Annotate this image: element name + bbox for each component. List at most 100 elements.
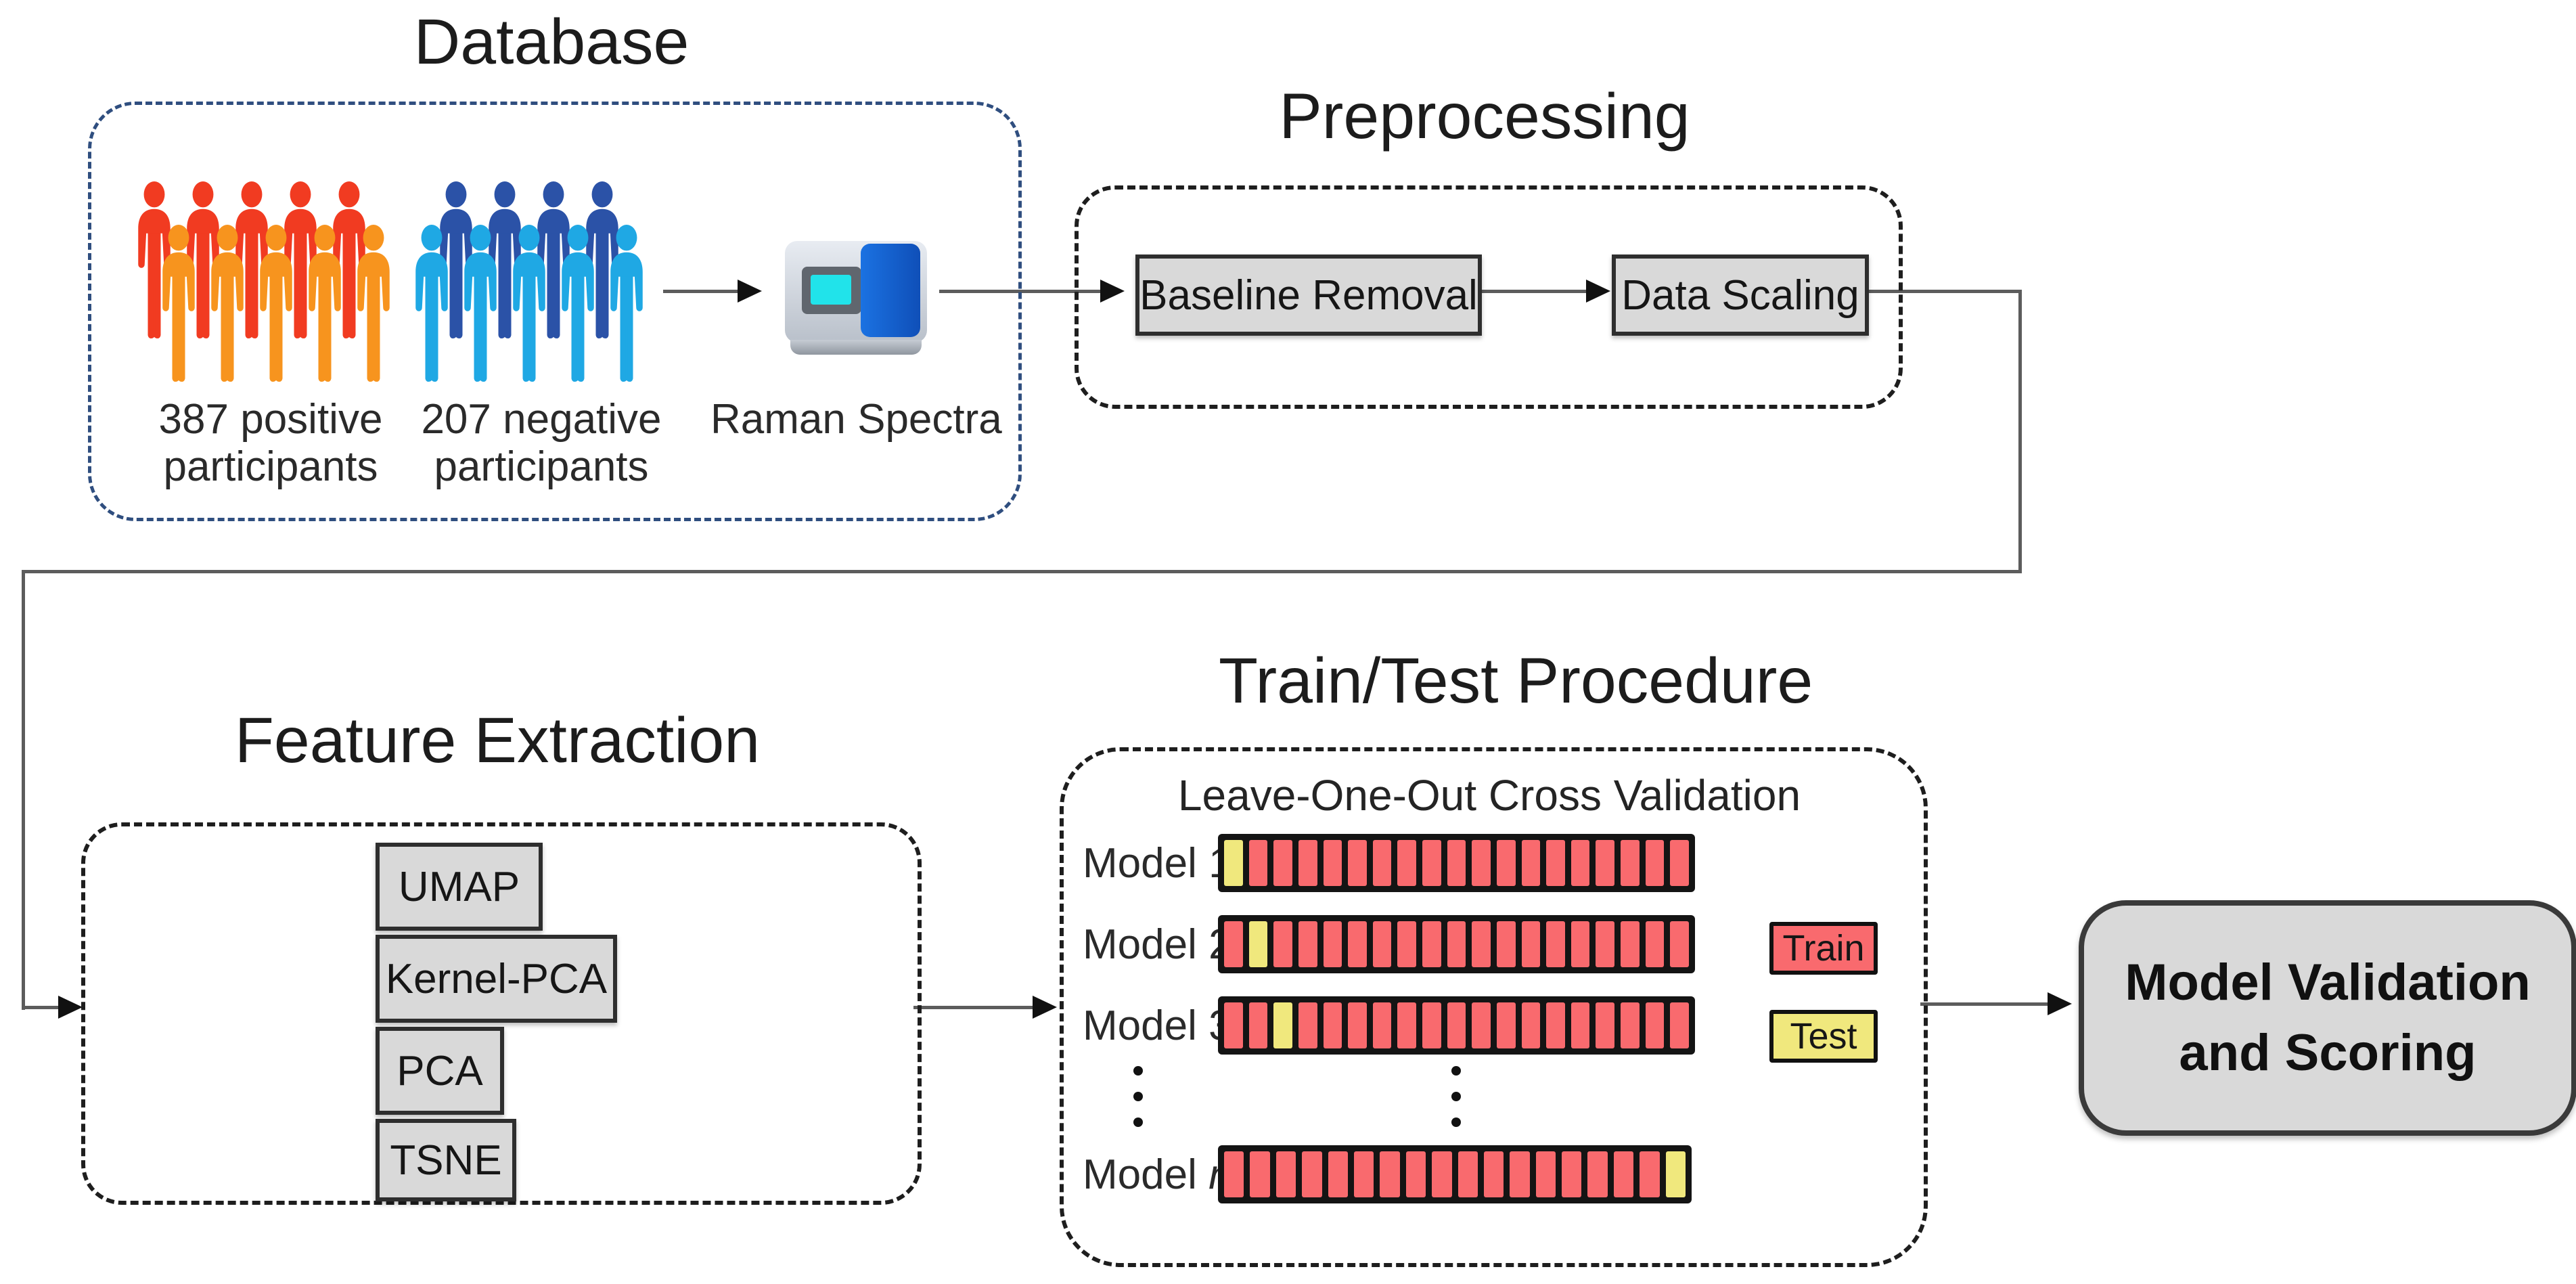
person-icon [503, 225, 555, 387]
train-cell [1510, 1151, 1530, 1197]
loocv-strip [1218, 834, 1695, 892]
test-cell [1248, 921, 1268, 967]
train-cell [1645, 921, 1665, 967]
negative-caption-line1: 207 negative [421, 396, 662, 443]
loocv-subtitle: Leave-One-Out Cross Validation [1177, 771, 1801, 820]
ellipsis-left [1133, 1066, 1143, 1127]
kernel-pca-box: Kernel-PCA [376, 935, 617, 1023]
train-cell [1613, 1151, 1634, 1197]
connector-right-down [2018, 290, 2022, 573]
train-cell [1323, 1002, 1342, 1048]
arrow-into-feature-extraction [22, 1006, 60, 1009]
train-cell [1496, 1002, 1516, 1048]
preprocessing-title: Preprocessing [1279, 81, 1690, 152]
raman-spectrometer-icon [785, 241, 930, 356]
train-cell [1496, 840, 1516, 886]
train-cell [1596, 840, 1614, 886]
train-cell [1670, 840, 1689, 886]
arrowhead-icon [2048, 992, 2072, 1015]
train-cell [1323, 921, 1342, 967]
train-cell [1546, 1002, 1565, 1048]
umap-box: UMAP [376, 843, 543, 931]
train-cell [1397, 921, 1416, 967]
person-icon [153, 225, 204, 387]
data-scaling-box: Data Scaling [1612, 254, 1869, 336]
train-cell [1422, 1002, 1441, 1048]
positive-participants-icons [129, 181, 413, 391]
train-cell [1447, 840, 1466, 886]
train-cell [1298, 921, 1317, 967]
arrowhead-icon [58, 996, 83, 1019]
person-icon [406, 225, 457, 387]
validation-line1: Model Validation [2125, 954, 2531, 1011]
train-cell [1521, 840, 1541, 886]
train-cell [1587, 1151, 1608, 1197]
train-cell [1422, 921, 1441, 967]
train-cell [1323, 840, 1342, 886]
positive-caption-line1: 387 positive [158, 396, 383, 443]
train-cell [1472, 921, 1491, 967]
positive-caption: 387 positive participants [122, 396, 420, 491]
legend-test-box: Test [1769, 1010, 1878, 1063]
train-cell [1302, 1151, 1322, 1197]
train-cell [1397, 840, 1416, 886]
arrow-baseline-to-scaling [1475, 290, 1587, 293]
train-cell [1596, 1002, 1614, 1048]
connector-long-horizontal [22, 570, 2022, 573]
train-cell [1372, 1002, 1392, 1048]
arrow-feature-to-traintest [913, 1006, 1035, 1009]
model-label: Model 2 [1083, 921, 1232, 968]
train-cell [1248, 1002, 1268, 1048]
legend-train-box: Train [1769, 922, 1878, 975]
loocv-strip [1218, 996, 1695, 1055]
spectrometer-base [790, 340, 922, 355]
train-cell [1546, 921, 1565, 967]
train-cell [1348, 1002, 1367, 1048]
loocv-strip [1218, 1145, 1692, 1203]
arrow-traintest-to-validation [1920, 1002, 2049, 1006]
train-cell [1458, 1151, 1478, 1197]
train-cell [1571, 1002, 1590, 1048]
train-cell [1372, 921, 1392, 967]
model-label: Model 1 [1083, 840, 1232, 887]
spectrometer-screen [811, 275, 851, 305]
train-cell [1546, 840, 1565, 886]
negative-participants-icons [406, 181, 690, 391]
positive-caption-line2: participants [163, 443, 378, 490]
tsne-box: TSNE [376, 1119, 516, 1201]
train-cell [1621, 840, 1640, 886]
train-cell [1535, 1151, 1556, 1197]
train-cell [1348, 921, 1367, 967]
database-title: Database [413, 6, 690, 78]
train-cell [1298, 840, 1317, 886]
person-icon [348, 225, 399, 387]
train-cell [1372, 840, 1392, 886]
validation-line2: and Scoring [2179, 1024, 2477, 1082]
train-cell [1348, 840, 1367, 886]
person-icon [202, 225, 253, 387]
train-cell [1621, 1002, 1640, 1048]
pca-box: PCA [376, 1027, 504, 1115]
train-cell [1483, 1151, 1504, 1197]
baseline-removal-box: Baseline Removal [1135, 254, 1482, 336]
loocv-strip [1218, 915, 1695, 973]
test-cell [1273, 1002, 1292, 1048]
arrowhead-icon [1033, 996, 1057, 1019]
train-cell [1521, 1002, 1541, 1048]
train-cell [1472, 840, 1491, 886]
train-cell [1640, 1151, 1660, 1197]
spectrometer-blue-panel [861, 244, 920, 337]
person-icon [250, 225, 302, 387]
train-cell [1571, 840, 1590, 886]
train-cell [1562, 1151, 1582, 1197]
model-label: Model n [1083, 1151, 1232, 1198]
ellipsis-center [1451, 1066, 1461, 1127]
test-cell [1224, 840, 1243, 886]
arrow-people-to-spectrometer [663, 290, 739, 293]
person-icon [552, 225, 604, 387]
train-cell [1447, 921, 1466, 967]
train-cell [1328, 1151, 1348, 1197]
train-cell [1353, 1151, 1374, 1197]
train-cell [1298, 1002, 1317, 1048]
